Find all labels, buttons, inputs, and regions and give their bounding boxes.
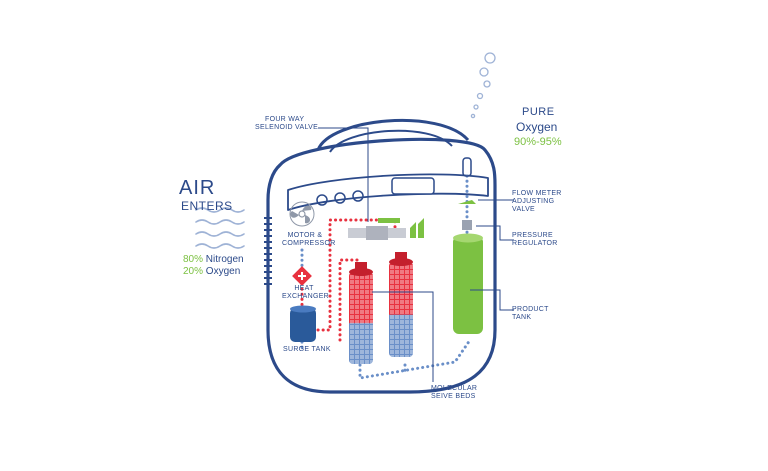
motor-label-line2: COMPRESSOR [282,240,336,247]
flow-meter-valve [458,200,476,204]
air-oxygen: 20% Oxygen [183,266,240,277]
air-title: AIR [179,177,216,199]
valve-label-line2: SELENOID VALVE [255,124,319,131]
heat-label-line1: HEAT [294,285,314,292]
valve-label: FOUR WAY SELENOID VALVE [255,116,318,132]
product-label-line1: PRODUCT [512,306,549,313]
oxygen-percent: 20% [183,266,204,277]
air-intake-waves [195,207,245,249]
pressure-label: PRESSURE REGULATOR [512,232,558,248]
heat-label: HEAT EXCHANGER [282,285,330,301]
pure-title: PURE [522,106,555,118]
motor-label: MOTOR & COMPRESSOR [282,232,336,248]
air-nitrogen: 80% Nitrogen [183,254,244,265]
oxygen-outlet [462,157,472,177]
oxygen-label: Oxygen [203,266,241,277]
oxygen-bubbles [470,52,496,119]
concentrator-body [266,118,497,394]
nitrogen-percent: 80% [183,254,204,265]
pure-subtitle: Oxygen [516,120,558,134]
pressure-label-line2: REGULATOR [512,240,558,247]
pressure-label-line1: PRESSURE [512,232,553,239]
control-panel [316,177,435,206]
pure-range: 90%-95% [514,136,562,148]
sieve-label: MOLECULAR SEIVE BEDS [431,385,477,401]
valve-label-line1: FOUR WAY [265,116,305,123]
surge-tank [290,305,316,342]
leader-lines [318,127,514,382]
heat-exchanger-icon [292,266,312,286]
nitrogen-label: Nitrogen [203,254,244,265]
flow-label-line3: VALVE [512,206,536,213]
fan-icon [289,201,315,227]
flow-paths [300,174,472,380]
intake-grille [264,217,272,285]
sieve-label-line1: MOLECULAR [431,385,478,392]
motor-label-line1: MOTOR & [287,232,323,239]
product-label: PRODUCT TANK [512,306,549,322]
product-tank [453,233,483,334]
selenoid-valve [348,218,424,240]
heat-label-line2: EXCHANGER [282,293,330,300]
sieve-bed-left [349,262,373,364]
surge-label: SURGE TANK [283,346,331,353]
pressure-regulator [462,220,472,230]
product-label-line2: TANK [512,314,532,321]
sieve-bed-right [389,252,413,357]
air-subtitle: ENTERS [181,199,233,213]
flow-label-line1: FLOW METER [512,190,562,197]
sieve-label-line2: SEIVE BEDS [431,393,476,400]
flow-label: FLOW METER ADJUSTING VALVE [512,190,562,214]
flow-label-line2: ADJUSTING [512,198,555,205]
